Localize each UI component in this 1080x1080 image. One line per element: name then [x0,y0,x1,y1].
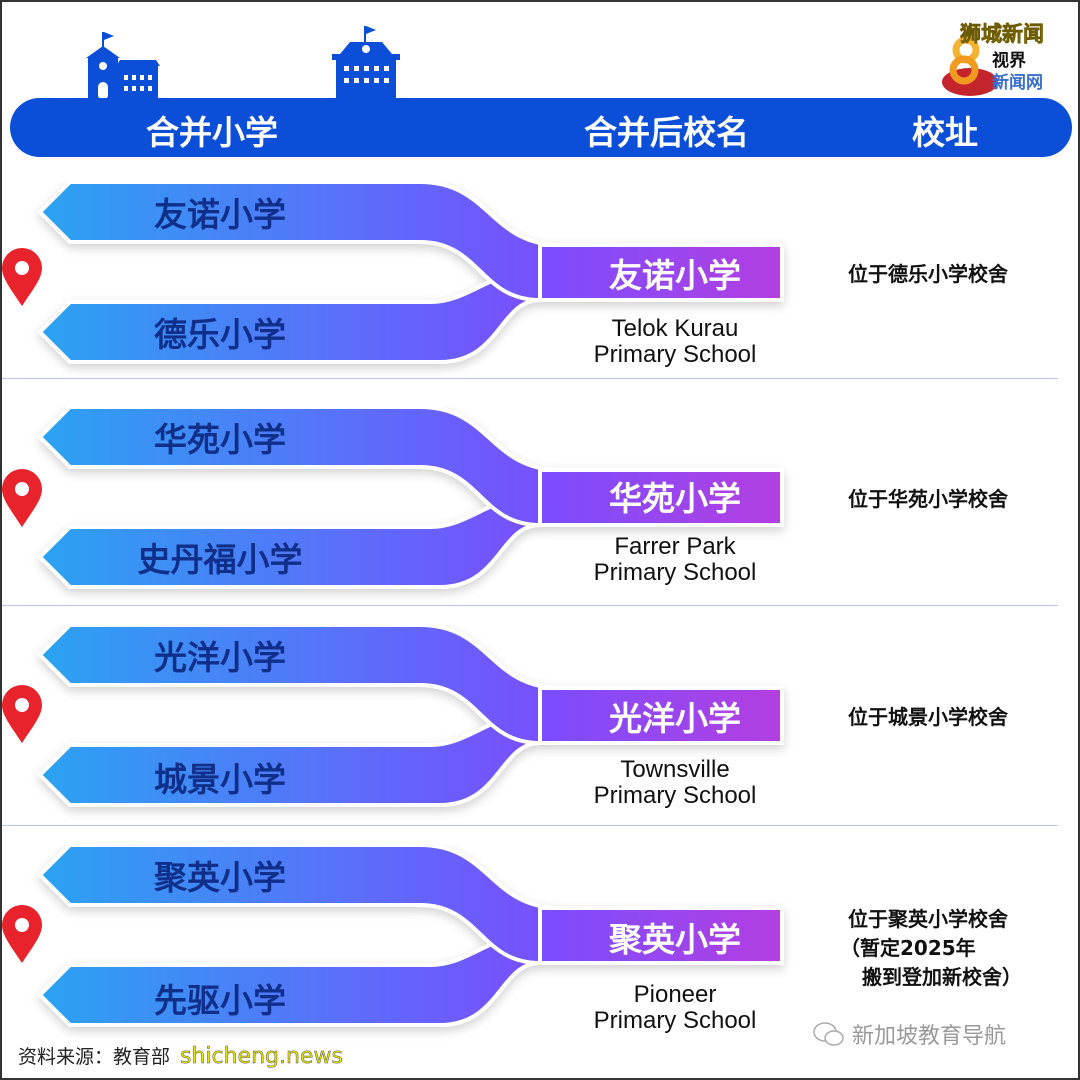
school-building-icon [332,26,400,100]
divider [0,825,1058,826]
source-school: 城景小学 [154,760,286,799]
en-line: Pioneer [633,981,717,1008]
source-school: 聚英小学 [154,858,286,897]
source-school: 史丹福小学 [137,540,303,579]
address-line: 位于德乐小学校舍 [848,262,1008,286]
logo-text: 新闻网 [992,73,1043,93]
source-school: 友诺小学 [154,195,286,234]
address-line: 搬到登加新校舍） [862,965,1022,989]
address-text: 位于德乐小学校舍 [848,260,1008,289]
logo-eight-icon [942,36,998,96]
address-line: （暂定2025年 [840,936,976,960]
en-line: Townsville [620,756,730,783]
column-header-merged: 合并后校名 [584,113,749,152]
en-line: Telok Kurau [611,315,739,342]
en-line: Primary School [593,1007,757,1034]
merged-school-cn: 友诺小学 [609,256,741,295]
address-line: 位于华苑小学校舍 [848,487,1008,511]
source-school: 华苑小学 [154,420,286,459]
source-school: 先驱小学 [154,981,286,1020]
column-header-source: 合并小学 [146,113,278,152]
logo-text: 狮城新闻 [960,22,1045,47]
en-line: Primary School [593,782,757,809]
header-bar [10,98,1072,157]
wechat-credit: 新加坡教育导航 [812,1018,1006,1050]
en-line: Primary School [593,559,757,586]
divider [0,605,1058,606]
location-pin-icon [2,248,42,306]
column-header-address: 校址 [912,113,978,152]
logo-text: 视界 [992,51,1026,71]
school-building-icon [86,32,160,100]
merged-school-bar [538,243,784,302]
location-pin-icon [2,469,42,527]
source-school: 光洋小学 [154,638,286,677]
address-line: 位于聚英小学校舍 [848,907,1008,931]
en-line: Farrer Park [614,533,736,560]
news-logo: 狮城新闻 视界 新闻网 [940,18,1070,98]
merged-school-bar [538,686,784,745]
merged-school-cn: 光洋小学 [609,699,741,738]
address-line: 位于城景小学校舍 [848,705,1008,729]
merged-school-bar [538,906,784,965]
address-text: 位于城景小学校舍 [848,703,1008,732]
address-text: 位于华苑小学校舍 [848,485,1008,514]
location-pin-icon [2,905,42,963]
divider [0,378,1058,379]
merged-school-cn: 华苑小学 [609,479,741,518]
wechat-icon [813,1022,844,1046]
wechat-account-name: 新加坡教育导航 [852,1024,1007,1049]
source-note: 资料来源：教育部 [18,1046,171,1068]
source-school: 德乐小学 [154,315,286,354]
merged-school-bar [538,468,784,527]
location-pin-icon [2,685,42,743]
address-text: 位于聚英小学校舍 （暂定2025年 搬到登加新校舍） [840,905,1022,992]
en-line: Primary School [593,341,757,368]
merged-school-cn: 聚英小学 [609,920,741,959]
watermark: shicheng.news [180,1044,343,1070]
